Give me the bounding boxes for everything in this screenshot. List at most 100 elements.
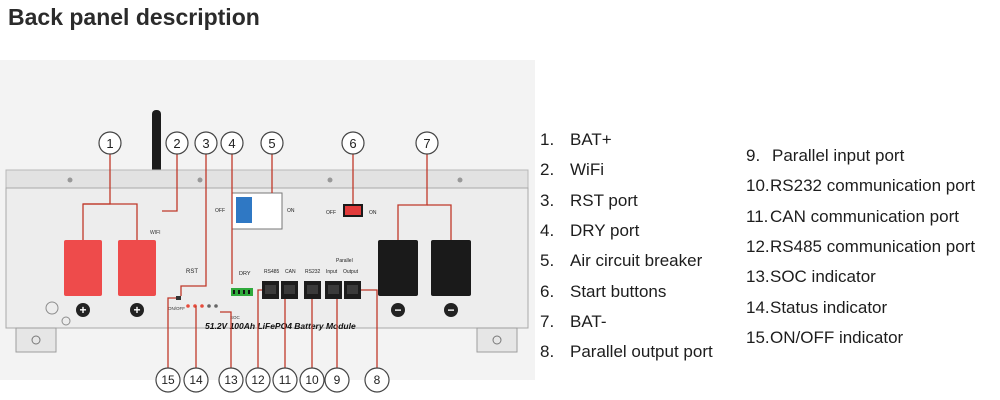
rail-screw bbox=[457, 177, 463, 183]
dry-port bbox=[231, 288, 253, 296]
leader-line-7 bbox=[397, 154, 428, 240]
switch-off-label: OFF bbox=[326, 210, 336, 216]
dry-port-pin bbox=[248, 290, 250, 294]
bat-negative-terminal bbox=[378, 240, 418, 296]
rst-port bbox=[176, 296, 181, 300]
panel-top-rail bbox=[5, 169, 529, 191]
legend-number: 10. bbox=[746, 176, 770, 196]
legend-list-right: 9.Parallel input port 10.RS232 communica… bbox=[746, 141, 975, 353]
callout-circle-8 bbox=[364, 367, 390, 393]
legend-text: RS485 communication port bbox=[770, 237, 976, 257]
legend-text: Air circuit breaker bbox=[570, 251, 703, 271]
bat-negative-terminal bbox=[431, 240, 471, 296]
legend-list-left: 1.BAT+ 2.WiFi 3.RST port 4.DRY port 5.Ai… bbox=[540, 125, 713, 367]
callout-number-12: 12 bbox=[251, 373, 265, 387]
callout-number-14: 14 bbox=[189, 373, 203, 387]
legend-text: RST port bbox=[570, 190, 638, 210]
legend-number: 1. bbox=[540, 130, 555, 150]
legend-item: 3. RST port bbox=[540, 186, 713, 216]
legend-number: 7. bbox=[540, 311, 555, 331]
dry-label: DRY bbox=[239, 271, 251, 277]
callout-number-3: 3 bbox=[202, 136, 209, 151]
leader-line-1b bbox=[83, 203, 138, 240]
callout-circle-11 bbox=[272, 367, 298, 393]
minus-symbol-circle bbox=[444, 303, 458, 317]
legend-text: Start buttons bbox=[570, 281, 667, 301]
leader-line-8 bbox=[361, 289, 378, 368]
rs485-label: RS485 bbox=[264, 269, 280, 275]
leader-line-2 bbox=[162, 154, 178, 212]
legend-item: 12.RS485 communication port bbox=[746, 232, 975, 262]
left-foot bbox=[15, 327, 57, 353]
callout-number-4: 4 bbox=[228, 136, 235, 151]
callout-number-13: 13 bbox=[224, 373, 238, 387]
plus-symbol-circle bbox=[76, 303, 90, 317]
callout-circle-4 bbox=[220, 131, 244, 155]
legend-text: BAT+ bbox=[570, 130, 612, 150]
soc-label: SOC bbox=[230, 315, 241, 320]
legend-text: DRY port bbox=[570, 221, 640, 241]
rs232-label: RS232 bbox=[305, 269, 321, 275]
legend-item: 1. BAT+ bbox=[540, 125, 713, 155]
legend-text: Parallel input port bbox=[772, 146, 905, 166]
legend-item: 13.SOC indicator bbox=[746, 262, 975, 292]
parallel-label: Parallel bbox=[336, 258, 353, 264]
input-label: Input bbox=[326, 269, 338, 275]
switch-on-label: ON bbox=[369, 210, 377, 216]
rst-label: RST bbox=[186, 269, 198, 275]
minus-symbol: − bbox=[447, 303, 454, 317]
page-title: Back panel description bbox=[8, 4, 260, 30]
legend-text: Status indicator bbox=[770, 297, 888, 317]
legend-text: BAT- bbox=[570, 311, 607, 331]
callout-number-8: 8 bbox=[374, 373, 381, 387]
minus-symbol: − bbox=[394, 303, 401, 317]
callout-circle-5 bbox=[260, 131, 284, 155]
led-indicator bbox=[214, 304, 218, 308]
can-label: CAN bbox=[285, 269, 296, 275]
dry-port-pin bbox=[233, 290, 235, 294]
wifi-label: WIFI bbox=[150, 230, 161, 236]
start-switch-rocker bbox=[345, 206, 361, 215]
callout-number-11: 11 bbox=[279, 373, 292, 387]
callout-number-5: 5 bbox=[268, 136, 275, 151]
plus-symbol: + bbox=[133, 303, 140, 317]
callout-number-6: 6 bbox=[349, 136, 356, 151]
callout-number-7: 7 bbox=[423, 136, 430, 151]
breaker-off-label: OFF bbox=[215, 208, 225, 214]
leader-line-3 bbox=[180, 154, 207, 296]
on-off-label: ON/OFF bbox=[168, 306, 185, 311]
callout-circle-6 bbox=[341, 131, 365, 155]
callout-circle-13 bbox=[218, 367, 244, 393]
legend-item: 5. Air circuit breaker bbox=[540, 246, 713, 276]
legend-item: 9. Parallel input port bbox=[746, 141, 975, 171]
legend-item: 7. BAT- bbox=[540, 307, 713, 337]
legend-number: 5. bbox=[540, 251, 555, 271]
callout-circle-15 bbox=[155, 367, 181, 393]
legend-number: 13. bbox=[746, 267, 770, 287]
dry-port-pin bbox=[238, 290, 240, 294]
legend-text: Parallel output port bbox=[570, 342, 713, 362]
legend-number: 9. bbox=[746, 146, 761, 166]
callout-circle-3 bbox=[194, 131, 218, 155]
left-foot-screw bbox=[31, 335, 41, 345]
legend-number: 6. bbox=[540, 281, 555, 301]
legend-text: ON/OFF indicator bbox=[770, 327, 904, 347]
callout-circle-12 bbox=[245, 367, 271, 393]
leader-line-13 bbox=[220, 311, 232, 368]
led-indicator bbox=[207, 304, 211, 308]
callout-number-15: 15 bbox=[161, 373, 175, 387]
legend-number: 8. bbox=[540, 342, 555, 362]
legend-number: 2. bbox=[540, 160, 555, 180]
rail-screw bbox=[327, 177, 333, 183]
port-socket bbox=[265, 285, 276, 294]
port-socket bbox=[307, 285, 318, 294]
minus-symbol-circle bbox=[391, 303, 405, 317]
leader-line-7b bbox=[427, 204, 452, 240]
legend-number: 12. bbox=[746, 237, 770, 257]
callout-circle-2 bbox=[165, 131, 189, 155]
leader-line-12 bbox=[257, 289, 262, 368]
plus-symbol-circle bbox=[130, 303, 144, 317]
legend-text: CAN communication port bbox=[770, 206, 959, 226]
callout-number-10: 10 bbox=[305, 373, 319, 387]
legend-number: 3. bbox=[540, 190, 555, 210]
